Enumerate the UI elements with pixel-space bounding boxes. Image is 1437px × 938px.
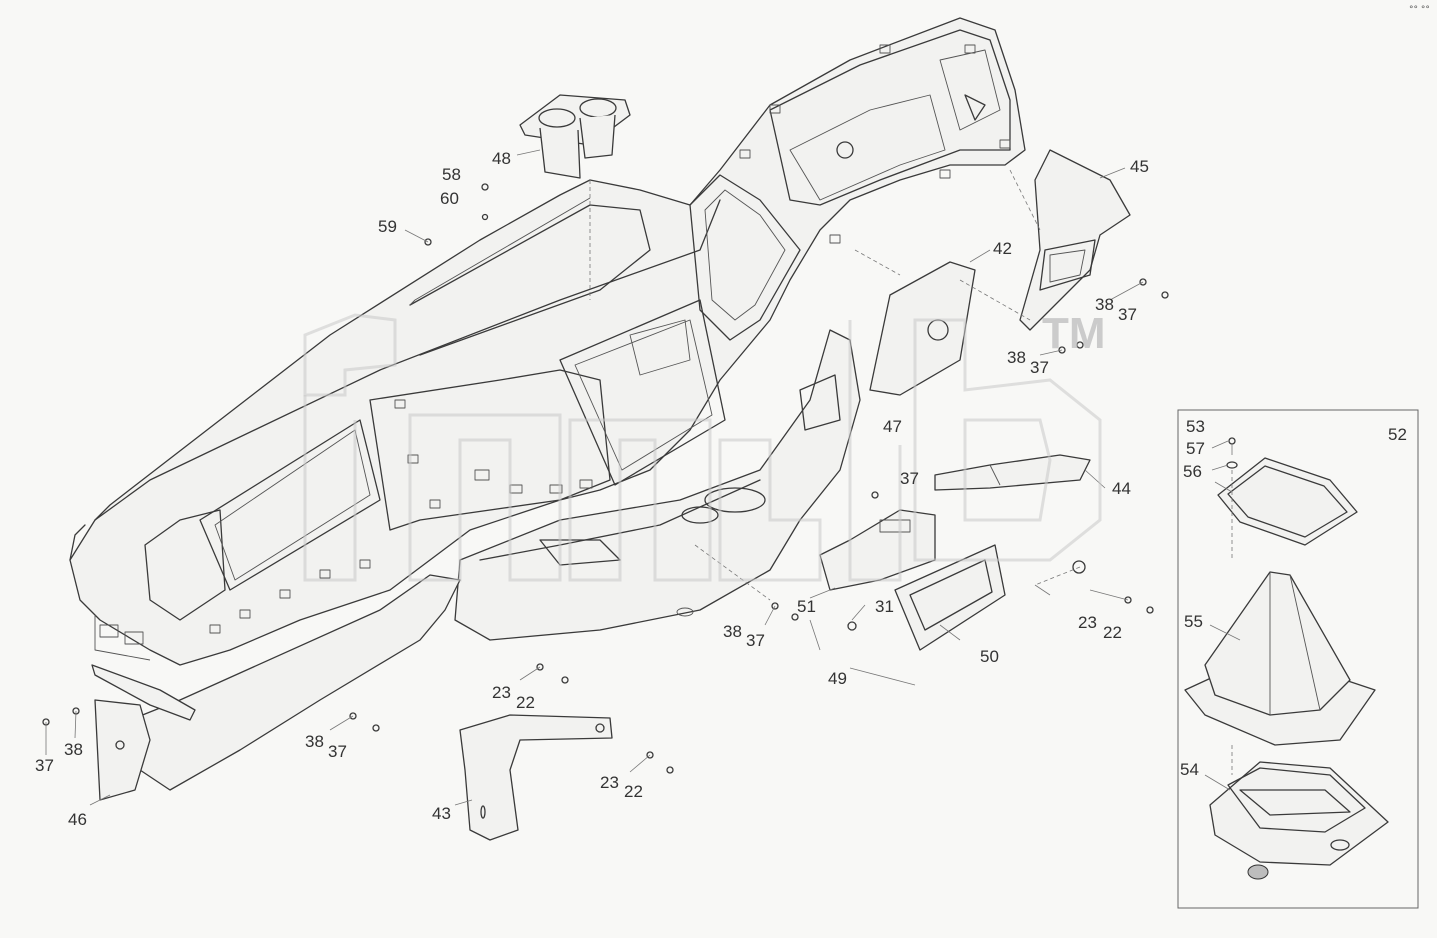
callout-58: 58	[442, 165, 461, 184]
callout-45: 45	[1130, 157, 1149, 176]
watermark-logo: TM	[303, 309, 1106, 582]
callout-38: 38	[1095, 295, 1114, 314]
callout-37: 37	[746, 631, 765, 650]
corner-mark: °° °°	[1409, 5, 1430, 15]
callout-55: 55	[1184, 612, 1203, 631]
callout-31: 31	[875, 597, 894, 616]
callout-37: 37	[900, 469, 919, 488]
dashboard-main-body	[69, 17, 1026, 666]
callout-23: 23	[600, 773, 619, 792]
callout-44: 44	[1112, 479, 1131, 498]
callout-54: 54	[1180, 760, 1199, 779]
part-46-left-lower-panel	[91, 574, 461, 801]
callout-49: 49	[828, 669, 847, 688]
callout-labels: 48 58 60 59 45 42 38 37 38 37 47 37 44 2…	[35, 149, 1407, 829]
callout-23: 23	[492, 683, 511, 702]
callout-48: 48	[492, 149, 511, 168]
inset-52-shift-boot-assembly	[1177, 409, 1419, 909]
callout-42: 42	[993, 239, 1012, 258]
callout-22: 22	[1103, 623, 1122, 642]
part-51-console-bracket	[819, 509, 936, 591]
callout-53: 53	[1186, 417, 1205, 436]
part-44-trim	[934, 454, 1091, 491]
callout-47: 47	[883, 417, 902, 436]
callout-38: 38	[1007, 348, 1026, 367]
callout-37: 37	[35, 756, 54, 775]
callout-60: 60	[440, 189, 459, 208]
part-43-lower-bracket	[459, 714, 613, 841]
part-42-side-panel	[869, 261, 976, 396]
part-48-cup-holder	[519, 94, 631, 179]
callout-37: 37	[1030, 358, 1049, 377]
callout-57: 57	[1186, 439, 1205, 458]
callout-50: 50	[980, 647, 999, 666]
part-45-right-end-panel	[1019, 149, 1131, 331]
callout-46: 46	[68, 810, 87, 829]
callout-37: 37	[1118, 305, 1137, 324]
callout-51: 51	[797, 597, 816, 616]
leader-lines	[45, 149, 1144, 806]
trademark-label: TM	[1042, 309, 1106, 358]
callout-22: 22	[624, 782, 643, 801]
callout-22: 22	[516, 693, 535, 712]
callout-38: 38	[64, 740, 83, 759]
callout-38: 38	[305, 732, 324, 751]
callout-43: 43	[432, 804, 451, 823]
callout-23: 23	[1078, 613, 1097, 632]
callout-37: 37	[328, 742, 347, 761]
fasteners	[42, 183, 1169, 774]
callout-59: 59	[378, 217, 397, 236]
callout-56: 56	[1183, 462, 1202, 481]
callout-38: 38	[723, 622, 742, 641]
callout-52: 52	[1388, 425, 1407, 444]
